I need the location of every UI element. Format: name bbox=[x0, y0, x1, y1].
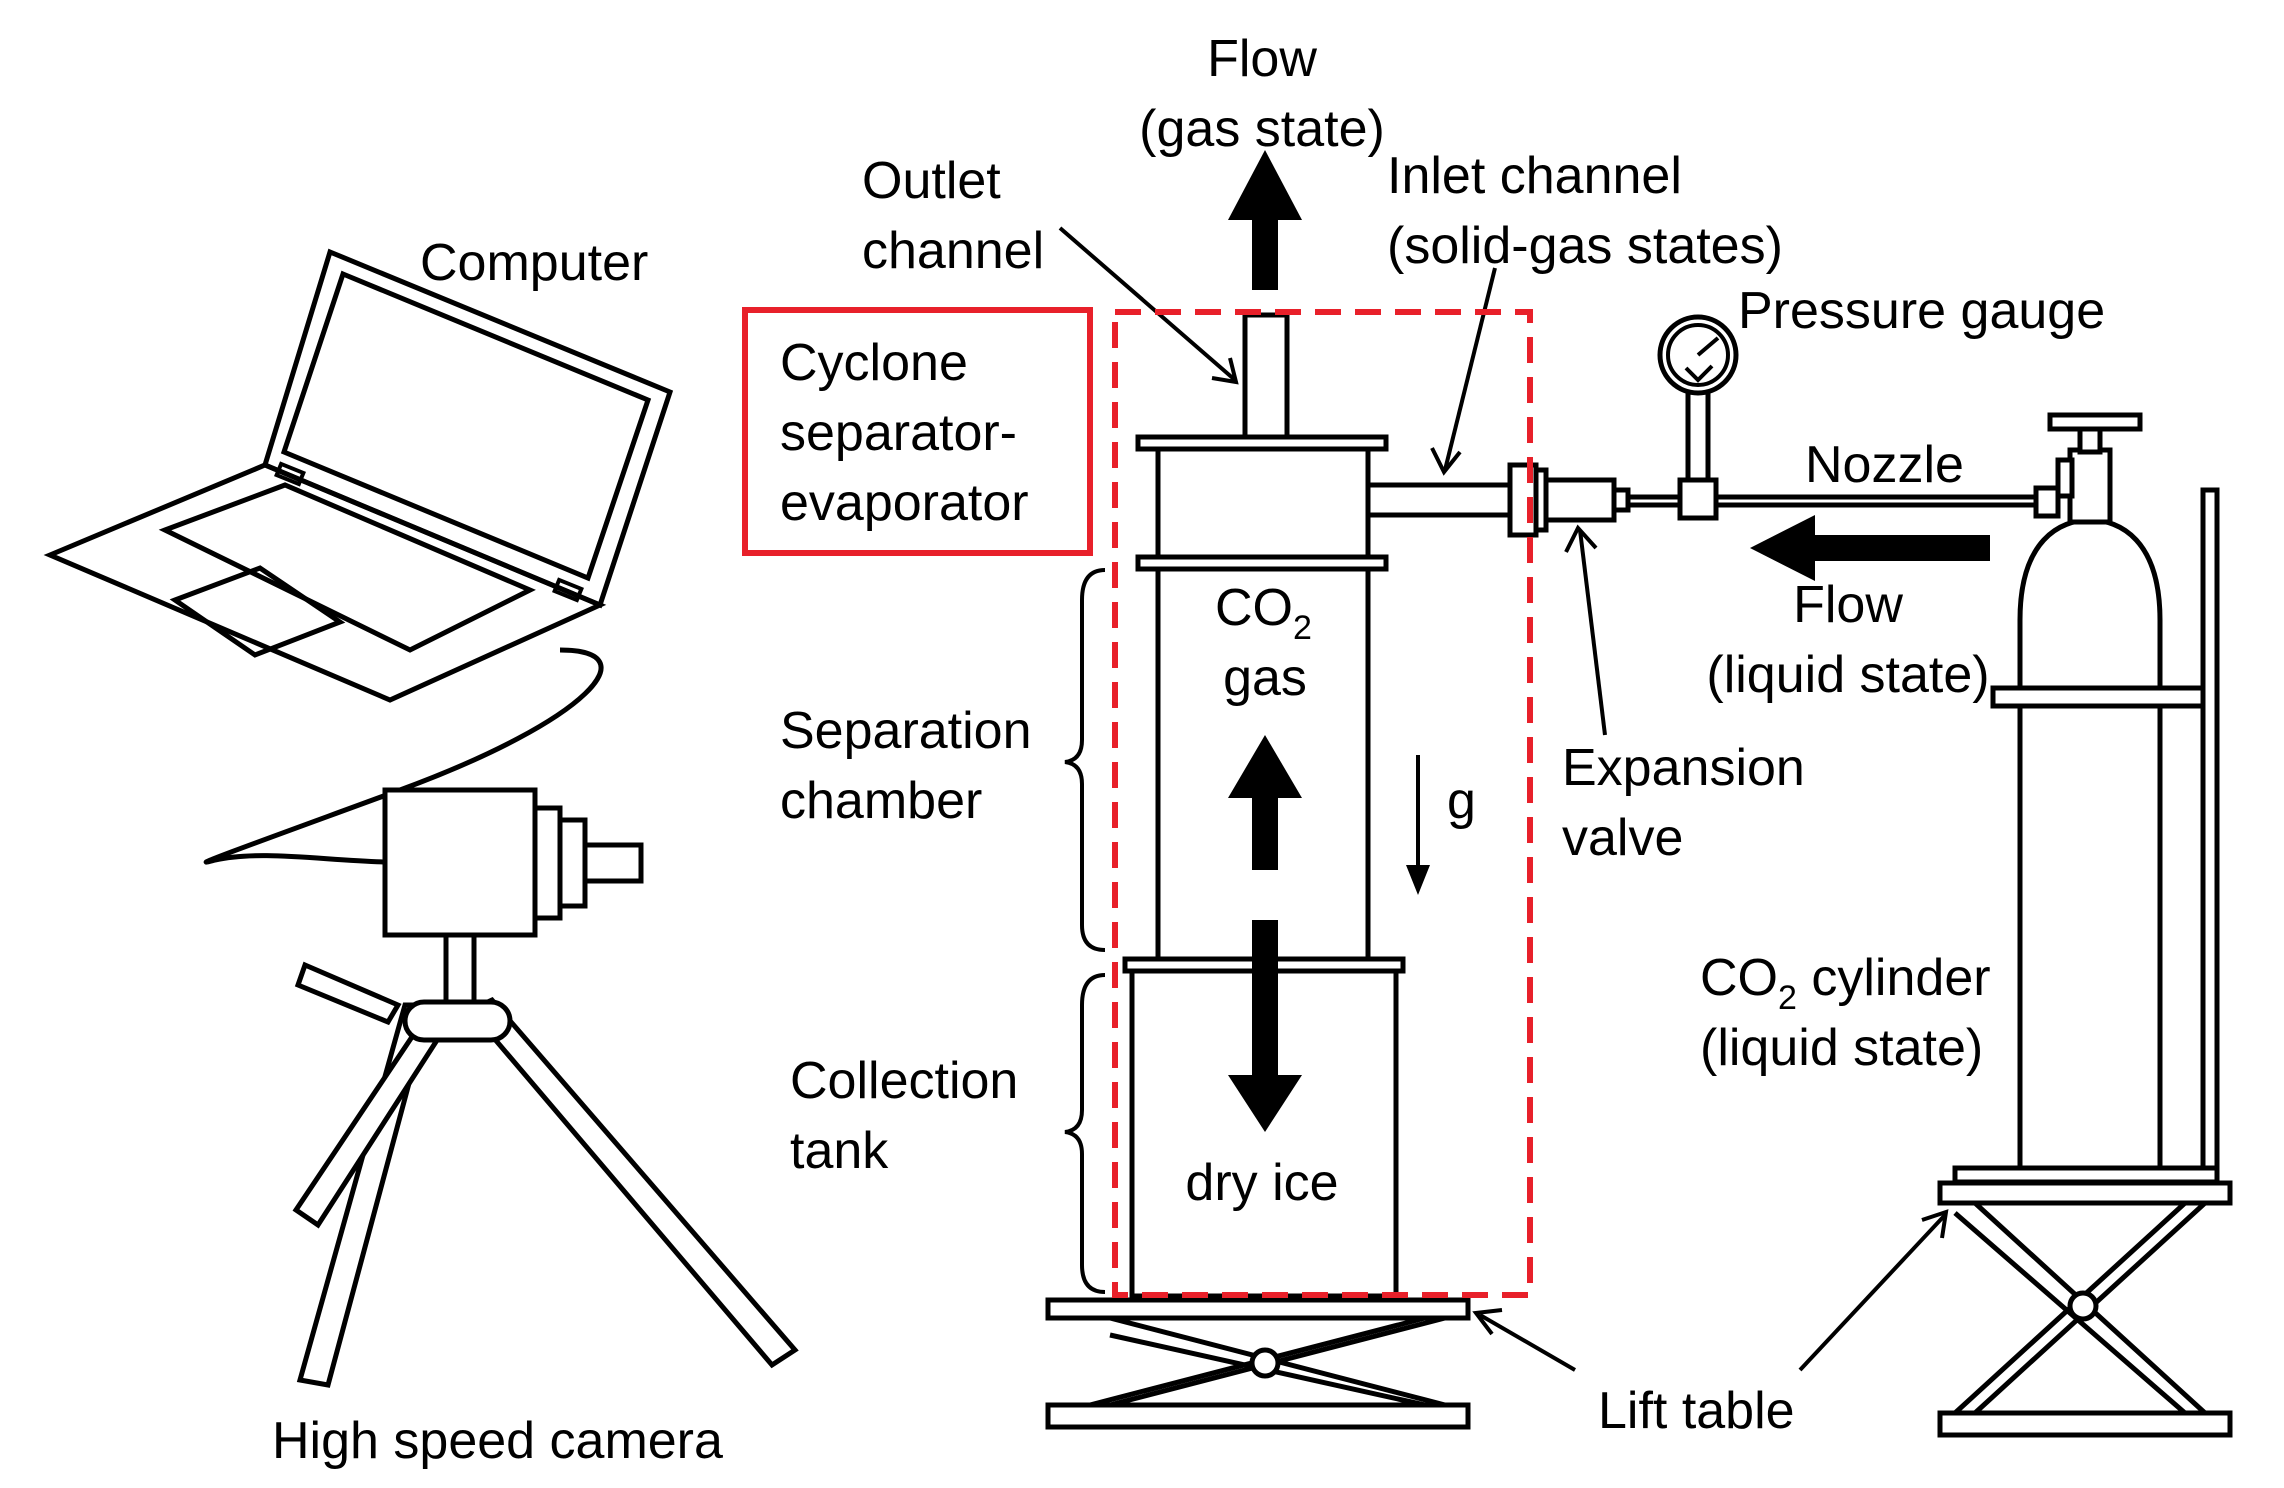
flow-gas-label: Flow bbox=[1207, 30, 1317, 88]
ice-down-arrow bbox=[1228, 920, 1302, 1132]
leader-lines bbox=[1058, 226, 1949, 1372]
outlet-label: Outlet bbox=[862, 152, 1001, 210]
evaporator-highlight bbox=[1112, 309, 1533, 1298]
gravity-label: g bbox=[1447, 772, 1476, 830]
tripod-icon bbox=[292, 932, 799, 1388]
flow-in-arrow bbox=[1750, 515, 1990, 581]
cyclone-label-2: separator- bbox=[780, 404, 1017, 462]
lift-table-icon bbox=[1045, 1297, 1471, 1430]
separation-brace bbox=[1064, 568, 1106, 952]
laptop-icon bbox=[43, 248, 674, 703]
cylinder-label: CO2 cylinder bbox=[1700, 949, 1991, 1017]
flow-out-arrow bbox=[1228, 150, 1302, 290]
flow-gas-state-label: (gas state) bbox=[1139, 100, 1385, 158]
collection-label: Collection bbox=[790, 1052, 1018, 1110]
camera-icon bbox=[382, 787, 644, 938]
cylinder-stand bbox=[1952, 487, 2220, 1185]
cyclone-label-box bbox=[742, 307, 1093, 556]
dry-ice-label: dry ice bbox=[1185, 1154, 1338, 1212]
collection-tank-label: tank bbox=[790, 1122, 889, 1180]
gas-cylinder-icon bbox=[2017, 412, 2163, 1173]
nozzle-label: Nozzle bbox=[1805, 436, 1964, 494]
cyclone-label-1: Cyclone bbox=[780, 334, 968, 392]
pressure-gauge-label: Pressure gauge bbox=[1738, 282, 2105, 340]
outlet-pipe bbox=[1242, 312, 1290, 440]
computer-label: Computer bbox=[420, 234, 648, 292]
expansion-valve-label: valve bbox=[1562, 809, 1683, 867]
gravity-arrow bbox=[1406, 755, 1430, 895]
inlet-state-label: (solid-gas states) bbox=[1387, 217, 1783, 275]
co2-gas-label: CO2 bbox=[1215, 579, 1312, 647]
lift-table-label: Lift table bbox=[1598, 1382, 1795, 1440]
cyclone-body bbox=[1135, 434, 1389, 572]
co2-gas-label-2: gas bbox=[1223, 649, 1307, 707]
cylinder-state-label: (liquid state) bbox=[1700, 1019, 1983, 1077]
camera-label: High speed camera bbox=[272, 1412, 723, 1470]
separation-chamber-label: chamber bbox=[780, 772, 982, 830]
gas-up-arrow bbox=[1228, 735, 1302, 870]
flow-liquid-state-label: (liquid state) bbox=[1706, 646, 1989, 704]
collection-brace bbox=[1064, 973, 1106, 1294]
inlet-pipe bbox=[1365, 462, 1631, 538]
inlet-label: Inlet channel bbox=[1387, 147, 1682, 205]
expansion-label: Expansion bbox=[1562, 739, 1805, 797]
cyclone-label-3: evaporator bbox=[780, 474, 1029, 532]
lift-table-right bbox=[1937, 1180, 2233, 1438]
camera-cable bbox=[203, 647, 604, 865]
pressure-gauge-icon bbox=[1657, 314, 1739, 483]
separation-label: Separation bbox=[780, 702, 1032, 760]
outlet-channel-label: channel bbox=[862, 222, 1044, 280]
flow-liquid-label: Flow bbox=[1793, 576, 1903, 634]
